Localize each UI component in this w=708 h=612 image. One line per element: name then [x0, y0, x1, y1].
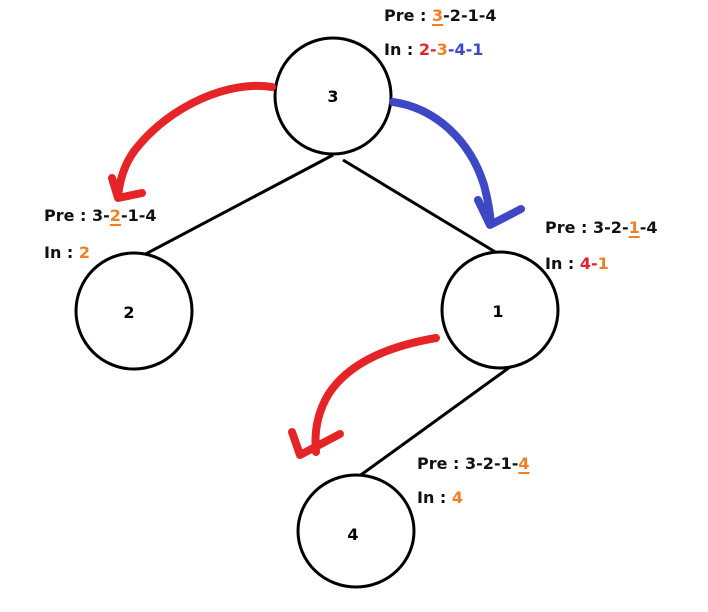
- sequence-token: 3: [436, 40, 448, 59]
- left-pre-annotation: Pre : 3-2-1-4: [44, 206, 157, 226]
- node-left-label: 2: [123, 303, 134, 322]
- sequence-token: 4: [579, 254, 592, 273]
- sequence-separator: -: [430, 40, 437, 59]
- edge-right-to-rightleft: [357, 365, 511, 479]
- sequence-token: 1: [628, 218, 640, 237]
- in-label: In :: [384, 40, 419, 59]
- node-right-circle: [440, 250, 560, 370]
- in-sequence: 2: [79, 243, 90, 262]
- node-left: 2: [74, 251, 194, 371]
- in-label: In :: [545, 254, 580, 273]
- sequence-token: 2: [78, 243, 91, 262]
- pre-label: Pre :: [44, 206, 93, 225]
- blue-arrow-curve: [389, 98, 495, 228]
- sequence-token: 2: [418, 40, 431, 59]
- node-root: 3: [273, 36, 393, 156]
- node-right-left: 4: [296, 473, 416, 589]
- rightleft-pre-annotation: Pre : 3-2-1-4: [417, 454, 530, 474]
- pre-sequence: 3-2-1-4: [465, 454, 529, 473]
- in-sequence: 4: [452, 488, 463, 507]
- sequence-separator: -: [443, 6, 450, 25]
- red-arrow-curve-2: [311, 334, 440, 456]
- red-arrow-curve: [114, 81, 276, 200]
- sequence-token: 1: [127, 206, 139, 225]
- right-in-annotation: In : 4-1: [545, 254, 609, 274]
- pre-label: Pre :: [417, 454, 466, 473]
- sequence-token: 4: [451, 488, 464, 507]
- red-arrow-head: [108, 174, 146, 202]
- sequence-token: 3: [593, 218, 605, 237]
- sequence-token: 3: [465, 454, 477, 473]
- sequence-separator: -: [465, 40, 473, 59]
- sequence-token: 1: [500, 454, 512, 473]
- sequence-token: 1: [467, 6, 479, 25]
- sequence-token: 4: [485, 6, 497, 25]
- sequence-separator: -: [639, 218, 647, 237]
- node-root-label: 3: [327, 87, 338, 106]
- sequence-separator: -: [460, 6, 468, 25]
- edge-root-left: [139, 153, 334, 259]
- node-right-label: 1: [492, 302, 503, 321]
- pre-label: Pre :: [384, 6, 433, 25]
- sequence-separator: -: [103, 206, 110, 225]
- sequence-separator: -: [493, 454, 501, 473]
- sequence-token: 3: [432, 6, 444, 25]
- sequence-separator: -: [621, 218, 629, 237]
- node-right-left-circle: [296, 473, 416, 589]
- node-root-circle: [273, 36, 393, 156]
- sequence-token: 2: [610, 218, 622, 237]
- sequence-separator: -: [138, 206, 146, 225]
- sequence-token: 4: [646, 218, 658, 237]
- edge-root-right: [342, 158, 503, 258]
- red-arrow-right-to-rightleft: [288, 334, 440, 459]
- in-label: In :: [417, 488, 452, 507]
- sequence-token: 2: [109, 206, 121, 225]
- sequence-token: 1: [597, 254, 609, 273]
- sequence-separator: -: [476, 454, 483, 473]
- node-right-left-label: 4: [347, 525, 358, 544]
- sequence-token: 4: [145, 206, 157, 225]
- blue-arrow-head: [474, 196, 525, 229]
- red-arrow-root-to-left: [108, 81, 276, 202]
- sequence-separator: -: [120, 206, 128, 225]
- sequence-token: 1: [472, 40, 484, 59]
- root-pre-annotation: Pre : 3-2-1-4: [384, 6, 497, 26]
- rightleft-in-annotation: In : 4: [417, 488, 463, 508]
- node-left-circle: [74, 251, 194, 371]
- sequence-separator: -: [447, 40, 455, 59]
- sequence-separator: -: [591, 254, 598, 273]
- in-sequence: 2-3-4-1: [419, 40, 483, 59]
- pre-label: Pre :: [545, 218, 594, 237]
- pre-sequence: 3-2-1-4: [432, 6, 496, 25]
- sequence-separator: -: [511, 454, 519, 473]
- red-arrow-head-2: [288, 428, 344, 459]
- pre-sequence: 3-2-1-4: [593, 218, 657, 237]
- sequence-token: 4: [518, 454, 530, 473]
- in-sequence: 4-1: [580, 254, 609, 273]
- sequence-token: 3: [92, 206, 104, 225]
- sequence-separator: -: [478, 6, 486, 25]
- left-in-annotation: In : 2: [44, 243, 90, 263]
- root-in-annotation: In : 2-3-4-1: [384, 40, 483, 60]
- in-label: In :: [44, 243, 79, 262]
- sequence-token: 2: [449, 6, 461, 25]
- right-pre-annotation: Pre : 3-2-1-4: [545, 218, 658, 238]
- sequence-token: 4: [454, 40, 466, 59]
- pre-sequence: 3-2-1-4: [92, 206, 156, 225]
- sequence-separator: -: [604, 218, 611, 237]
- node-right: 1: [440, 250, 560, 370]
- sequence-token: 2: [482, 454, 494, 473]
- blue-arrow-root-to-right: [389, 98, 525, 229]
